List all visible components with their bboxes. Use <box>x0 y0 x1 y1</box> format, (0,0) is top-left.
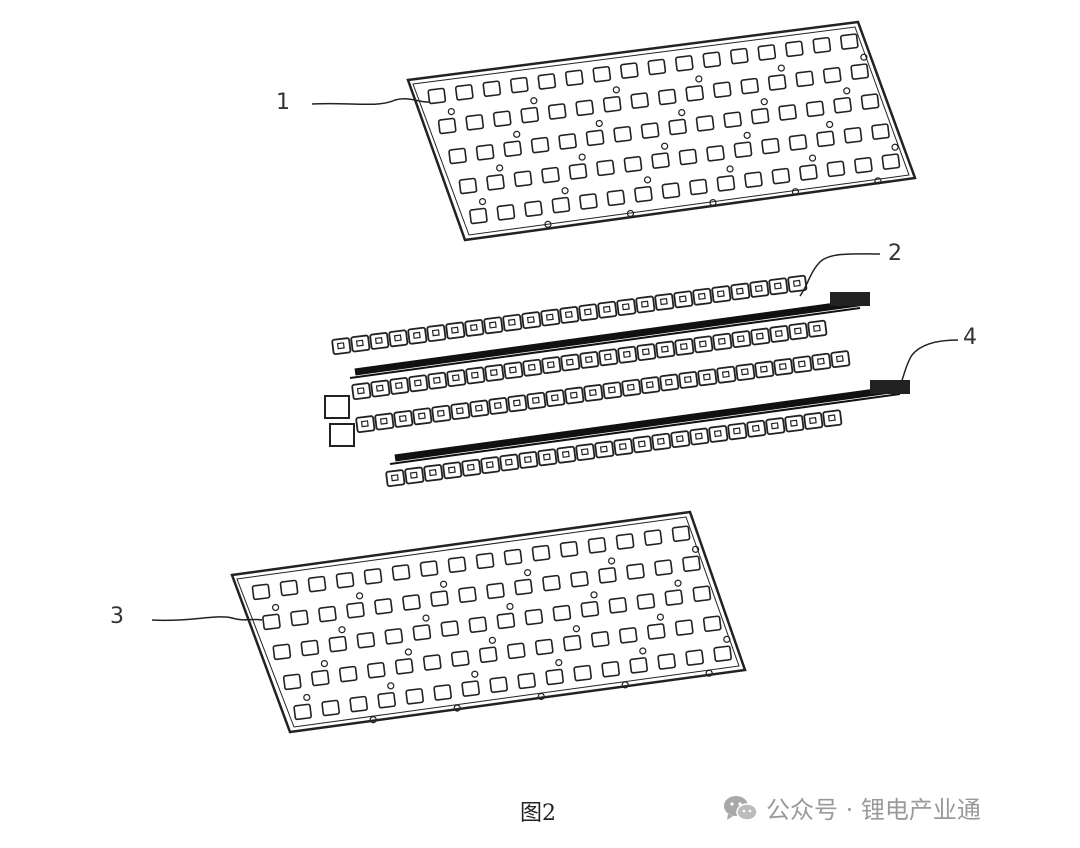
lower-plate <box>230 510 747 734</box>
leader-line-2 <box>799 253 881 297</box>
callout-number-2: 2 <box>888 241 902 266</box>
watermark: 公众号 · 锂电产业通 <box>722 790 981 825</box>
callout-number-3: 3 <box>110 604 124 629</box>
watermark-text: 公众号 · 锂电产业通 <box>766 796 981 824</box>
leader-line-1 <box>311 98 431 106</box>
callout-number-4: 4 <box>963 325 977 350</box>
upper-plate <box>406 20 917 242</box>
busbar-assembly <box>324 274 910 488</box>
figure-caption: 图2 <box>520 801 556 826</box>
callout-number-1: 1 <box>276 90 290 115</box>
wechat-icon <box>724 795 758 821</box>
leader-line-4 <box>899 339 959 387</box>
leader-line-3 <box>151 616 263 622</box>
